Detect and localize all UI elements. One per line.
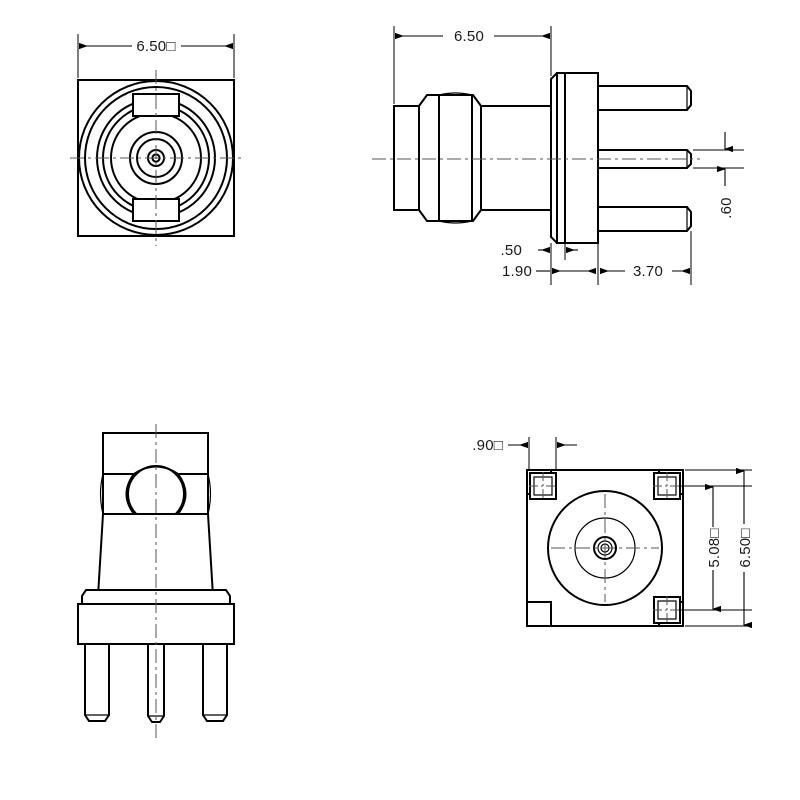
side-lower-dimension-chain: .50 1.90 3.70 <box>501 231 692 285</box>
side-rear-barrel <box>393 105 420 211</box>
side-flange-block <box>564 72 599 244</box>
side-flange-dimension-label: .50 <box>501 242 522 259</box>
pcb-pitch-dimension: 5.08□ <box>681 483 752 613</box>
side-collar-bottom-arc <box>438 220 473 224</box>
bottom-collar-left-flute <box>99 473 104 515</box>
pcb-pitch-dimension-label: 5.08□ <box>706 528 723 567</box>
side-pin-thickness-dimension: .60 <box>693 132 744 219</box>
bottom-collar-right-flute <box>207 473 212 515</box>
bottom-pin-left <box>84 643 110 722</box>
side-collar-band <box>438 94 473 222</box>
side-pin-dimension-label: 3.70 <box>633 263 663 280</box>
front-width-dimension: 6.50□ <box>77 34 235 78</box>
pcb-pad-top-right <box>653 472 681 500</box>
bottom-pin-right <box>202 643 228 722</box>
side-shank <box>480 105 552 211</box>
pcb-outline-dimension: 6.50□ <box>685 467 754 629</box>
side-view: 6.50 <box>372 26 744 285</box>
pcb-keepout-circle <box>547 490 663 606</box>
side-body-dimension-label: 1.90 <box>502 263 532 280</box>
side-overall-dimension-label: 6.50 <box>454 28 484 45</box>
pcb-outline-dimension-label: 6.50□ <box>737 528 754 567</box>
side-overall-dimension: 6.50 <box>393 26 552 104</box>
side-collar-top-arc <box>438 92 473 96</box>
pcb-pad-top-left <box>529 472 557 500</box>
front-view: 6.50□ <box>70 34 242 246</box>
bottom-view <box>77 424 235 742</box>
pcb-corner-notch-bottom-left <box>526 601 552 627</box>
side-pin-bottom <box>597 206 692 232</box>
pcb-layout-view: .90□ <box>472 437 754 629</box>
pcb-pad-size-dimension-label: .90□ <box>472 437 503 454</box>
pcb-pad-bottom-right <box>653 596 681 624</box>
side-pin-thickness-dimension-label: .60 <box>718 197 735 218</box>
side-pin-top <box>597 85 692 111</box>
front-width-dimension-label: 6.50□ <box>136 38 175 55</box>
